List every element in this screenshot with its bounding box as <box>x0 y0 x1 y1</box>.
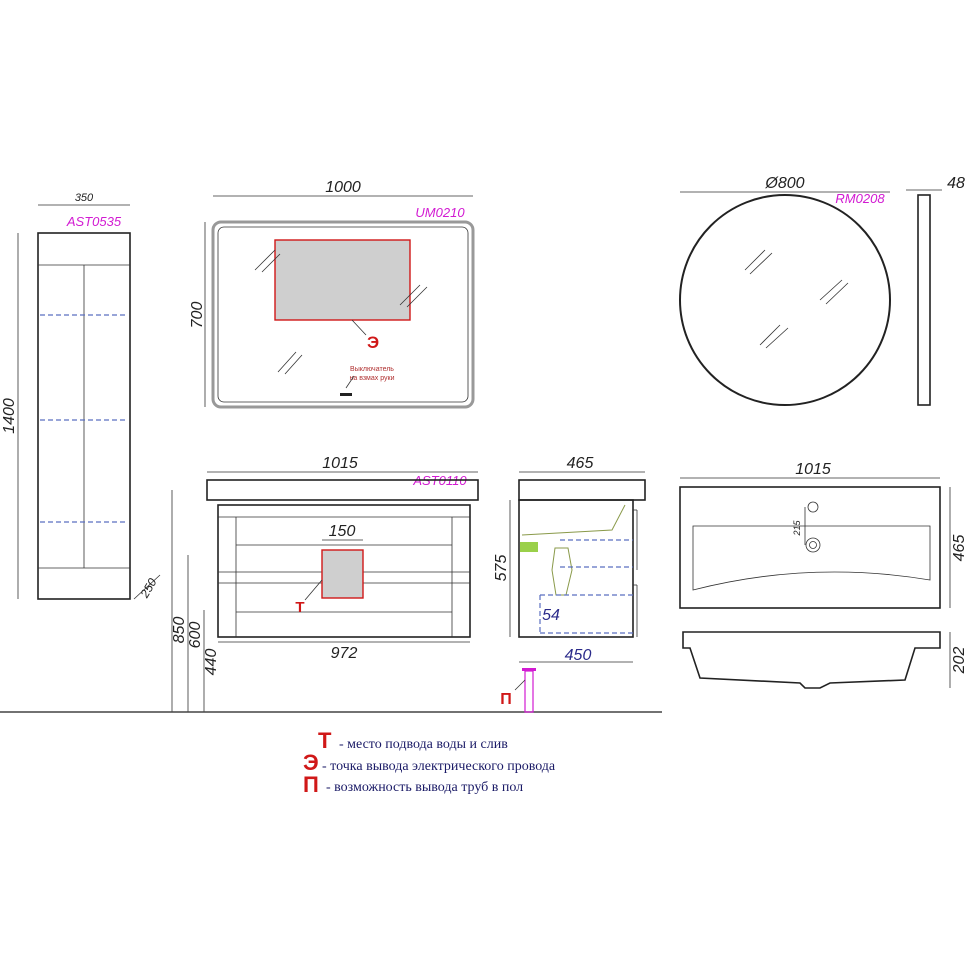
electric-zone <box>274 239 411 321</box>
vanity-front: 1015 AST0110 150 Т 972 850 600 440 <box>0 455 662 713</box>
mirror-height: 700 <box>189 302 206 329</box>
basin: 1015 215 465 202 <box>679 461 968 689</box>
pipe-marker: П <box>500 691 512 708</box>
height-850: 850 <box>171 617 188 644</box>
vanity-side: 465 54 575 450 П <box>493 455 646 713</box>
cabinet-depth: 250 <box>137 576 160 601</box>
side-inner-depth: 450 <box>565 647 592 664</box>
vanity-width: 1015 <box>322 455 358 472</box>
height-600: 600 <box>187 622 204 649</box>
legend-text-pipe: - возможность вывода труб в пол <box>326 780 523 795</box>
rect-mirror: 1000 UM0210 700 Э Выключатель на взмах р… <box>189 179 475 409</box>
tall-cabinet: 350 AST0535 1400 250 <box>1 192 161 601</box>
legend-marker-pipe: П <box>303 772 319 797</box>
floor-pipe <box>524 670 534 713</box>
switch-label-1: Выключатель <box>350 366 394 373</box>
water-marker: Т <box>295 599 304 616</box>
switch-icon <box>340 393 352 396</box>
basin-width: 1015 <box>795 461 831 478</box>
water-zone-width: 150 <box>329 523 356 540</box>
glare-marks <box>254 249 428 375</box>
basin-height: 202 <box>951 647 968 675</box>
mirror-width: 1000 <box>325 179 361 196</box>
legend-marker-water: Т <box>318 728 332 753</box>
round-mirror-diameter: Ø800 <box>764 175 804 192</box>
switch-label-2: на взмах руки <box>350 375 395 382</box>
legend-marker-electric: Э <box>303 750 319 775</box>
round-mirror-model: RM0208 <box>835 191 885 206</box>
round-mirror-depth: 48 <box>947 175 965 192</box>
side-depth: 465 <box>567 455 594 472</box>
tap-offset: 215 <box>792 520 802 537</box>
cabinet-model: AST0535 <box>66 214 122 229</box>
side-height: 575 <box>493 555 510 582</box>
cabinet-width: 350 <box>75 192 94 204</box>
legend-text-electric: - точка вывода электрического провода <box>322 759 556 774</box>
legend-text-water: - место подвода воды и слив <box>339 737 508 752</box>
electric-marker: Э <box>367 333 379 352</box>
height-440: 440 <box>203 649 220 676</box>
legend: Т - место подвода воды и слив Э - точка … <box>303 728 556 797</box>
round-mirror: Ø800 RM0208 48 <box>679 175 965 406</box>
water-zone <box>321 549 364 599</box>
vanity-inner-width: 972 <box>331 645 358 662</box>
basin-depth: 465 <box>951 535 968 562</box>
mirror-model: UM0210 <box>415 205 465 220</box>
side-offset: 54 <box>542 607 560 624</box>
cabinet-height: 1400 <box>1 398 18 434</box>
